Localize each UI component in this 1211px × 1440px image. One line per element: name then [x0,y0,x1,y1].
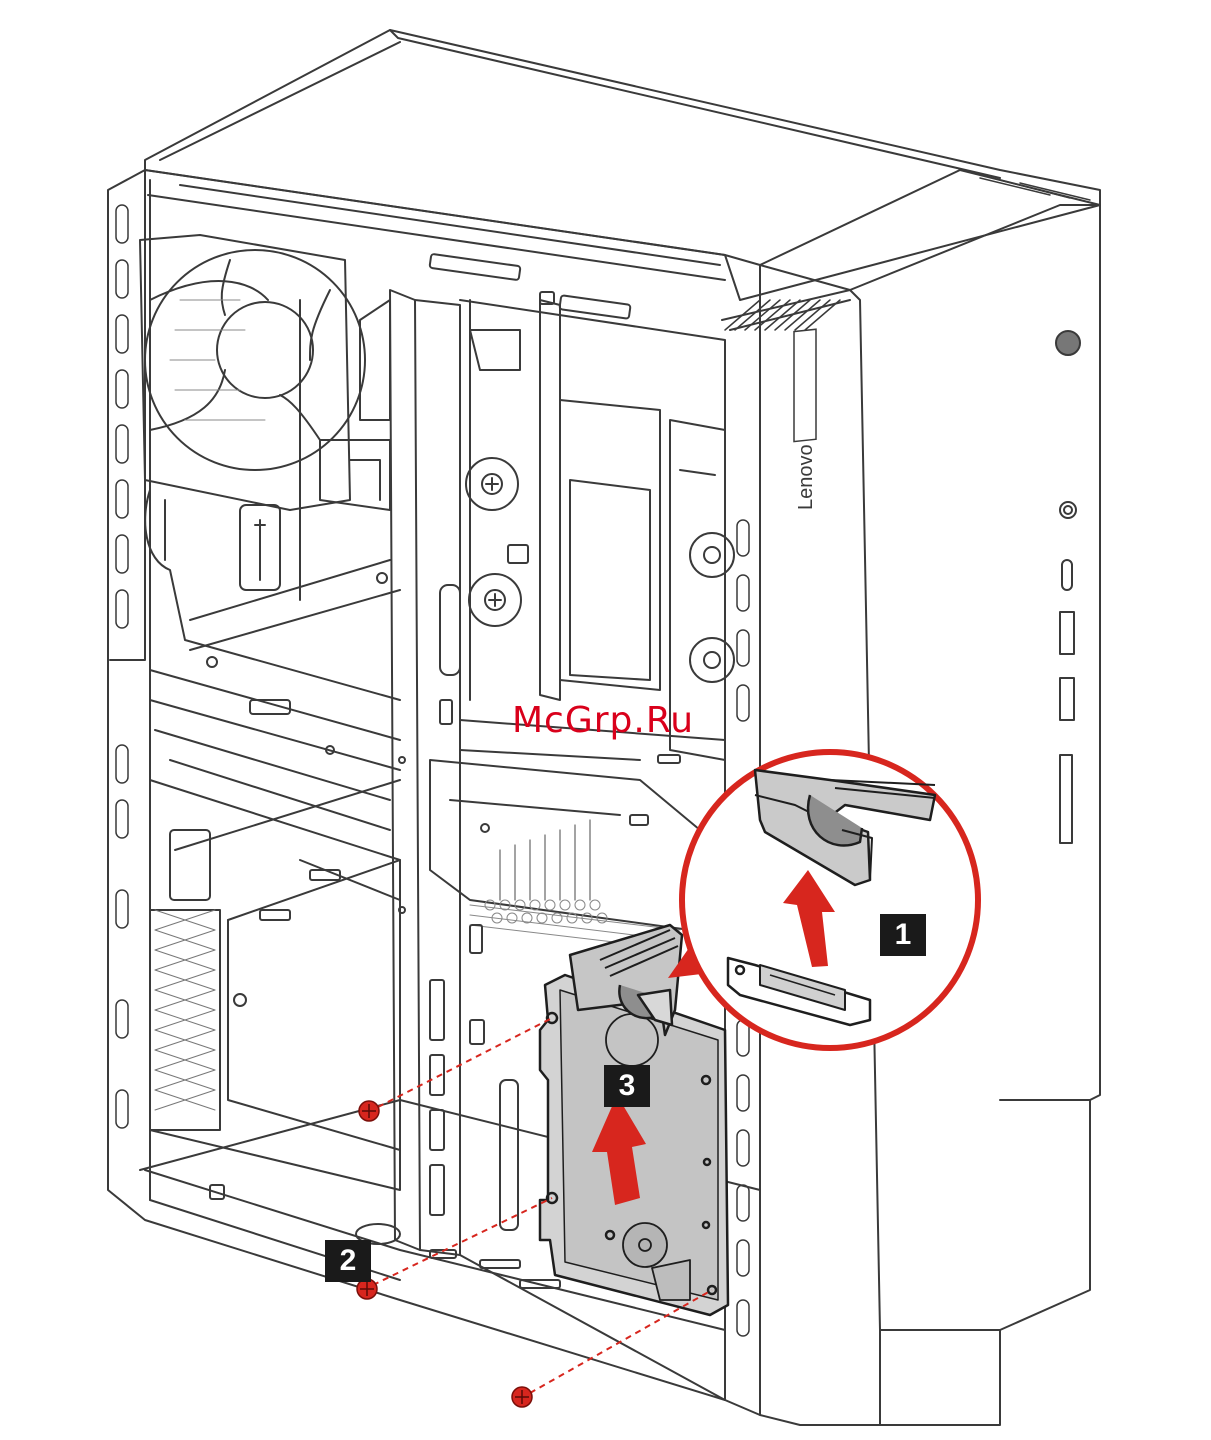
watermark: McGrp.Ru [512,700,694,741]
audio-jack-icon [1060,502,1076,518]
lenovo-logo: Lenovo [794,329,817,510]
screw-icon [357,1279,377,1299]
connector-detail-callout [668,752,978,1048]
heatsink-area [430,755,700,948]
step-2-callout: 2 [325,1240,371,1282]
step-3-callout: 3 [604,1065,650,1107]
case-top-panel [145,30,1100,300]
screw-icon [512,1387,532,1407]
fan-icon [140,235,365,510]
card-slot-icon [1062,560,1072,590]
step-1-callout: 1 [880,914,926,956]
usb-port-icon [1060,612,1074,654]
usb-port-icon [1060,678,1074,720]
svg-text:Lenovo: Lenovo [795,444,817,510]
optical-slot-icon [1060,755,1072,843]
optical-drive-cage [145,300,400,830]
power-button-icon [1056,331,1080,355]
cage-slots [430,925,518,1230]
screw-icon [359,1101,379,1121]
